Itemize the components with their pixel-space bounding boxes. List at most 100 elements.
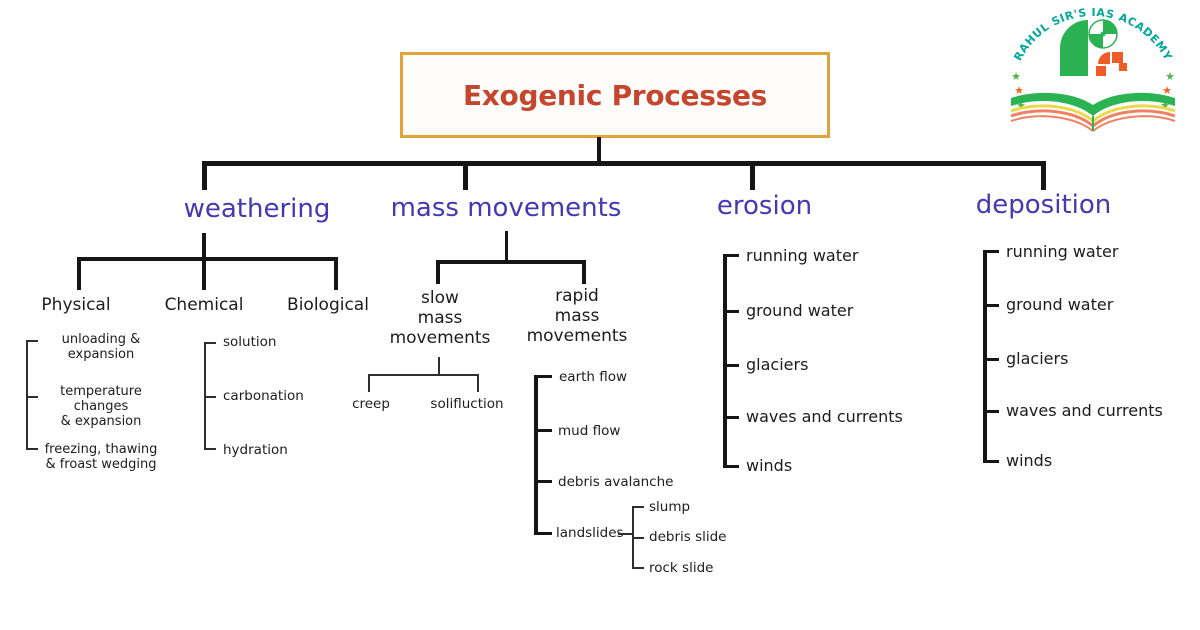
bracket-physical-tick-3 (26, 448, 38, 450)
branch-mass-movements: mass movements (390, 193, 622, 223)
bracket-landslides-tick-2 (632, 537, 644, 539)
bracket-erosion-tick-1 (723, 254, 739, 257)
leaf-debris-slide: debris slide (649, 529, 727, 545)
bracket-landslides-tick-3 (632, 567, 644, 569)
emblem-quarter-disc (1060, 20, 1088, 48)
bracket-deposition-tick-5 (983, 460, 999, 463)
leaf-temperature-changes: temperature changes & expansion (60, 384, 142, 429)
leaf-rock-slide: rock slide (649, 560, 714, 576)
connector-slow-down (438, 357, 440, 376)
branch-weathering: weathering (183, 194, 331, 224)
connector-stub-erosion (750, 161, 755, 190)
branch-erosion: erosion (716, 191, 813, 221)
leaf-unloading-expansion: unloading & expansion (61, 332, 141, 362)
node-biological: Biological (287, 295, 369, 315)
emblem-orange-block (1119, 63, 1127, 71)
leaf-erosion-glaciers: glaciers (746, 355, 809, 374)
bracket-rapid-tick-2 (534, 429, 552, 432)
bracket-deposition (983, 250, 987, 463)
bracket-deposition-tick-3 (983, 358, 999, 361)
connector-weathering-rail (77, 257, 338, 261)
connector-stub-chemical (202, 257, 206, 290)
bracket-rapid-tick-3 (534, 480, 552, 483)
bracket-deposition-tick-1 (983, 250, 999, 253)
connector-landslides-link (618, 533, 634, 535)
leaf-freezing-thawing: freezing, thawing & froast wedging (44, 442, 158, 472)
connector-stub-slow (436, 260, 440, 284)
bracket-erosion-tick-3 (723, 364, 739, 367)
connector-stub-creep (368, 374, 370, 392)
node-physical: Physical (41, 295, 111, 315)
leaf-earth-flow: earth flow (559, 369, 628, 385)
connector-trunk (597, 137, 601, 164)
bracket-chemical-tick-3 (204, 448, 216, 450)
connector-weathering-down (202, 233, 206, 260)
logo-book-icon (1009, 91, 1177, 133)
leaf-solution: solution (223, 334, 277, 350)
connector-main-rail (202, 161, 1046, 166)
connector-stub-mass-movements (463, 161, 468, 190)
bracket-physical-tick-2 (26, 396, 38, 398)
star-icon: ★ (1011, 70, 1021, 83)
bracket-landslides-tick-1 (632, 506, 644, 508)
bracket-deposition-tick-4 (983, 410, 999, 413)
bracket-rapid-tick-4 (534, 532, 552, 535)
connector-mass-rail (436, 260, 586, 264)
connector-stub-rapid (582, 260, 586, 284)
bracket-chemical-tick-2 (204, 396, 216, 398)
root-title: Exogenic Processes (462, 78, 768, 112)
connector-stub-biological (334, 257, 338, 290)
leaf-erosion-running-water: running water (746, 246, 859, 265)
connector-mass-down (505, 231, 508, 262)
leaf-erosion-winds: winds (746, 456, 793, 475)
connector-slow-rail (368, 374, 479, 376)
bracket-erosion-tick-4 (723, 416, 739, 419)
leaf-landslides: landslides (556, 525, 624, 541)
star-icon: ★ (1165, 70, 1175, 83)
connector-stub-deposition (1041, 161, 1046, 190)
emblem-orange-block (1096, 66, 1106, 76)
star-icon: ★ (1016, 99, 1026, 112)
emblem-square (1060, 48, 1088, 76)
leaf-creep: creep (352, 396, 390, 412)
bracket-rapid-tick-1 (534, 375, 552, 378)
bracket-erosion-tick-5 (723, 465, 739, 468)
leaf-deposition-glaciers: glaciers (1006, 349, 1069, 368)
node-slow-mass-movements: slow mass movements (389, 288, 491, 348)
leaf-deposition-ground-water: ground water (1006, 295, 1114, 314)
leaf-deposition-waves: waves and currents (1006, 401, 1163, 420)
academy-logo: RAHUL SIR'S IAS ACADEMY ★ ★ ★ ★ ★ ★ (1009, 6, 1177, 133)
emblem-orange-quarter (1098, 52, 1110, 64)
connector-stub-weathering (202, 161, 207, 190)
star-icon: ★ (1162, 84, 1172, 97)
leaf-carbonation: carbonation (223, 388, 304, 404)
connector-stub-solifluction (477, 374, 479, 392)
root-node-exogenic-processes: Exogenic Processes (400, 52, 830, 138)
bracket-deposition-tick-2 (983, 304, 999, 307)
branch-deposition: deposition (975, 190, 1112, 220)
emblem-circle-quarter (1103, 20, 1117, 34)
leaf-erosion-waves: waves and currents (746, 407, 903, 426)
bracket-erosion (723, 254, 727, 468)
logo-emblem (1060, 19, 1127, 76)
emblem-circle-dot (1100, 31, 1106, 37)
leaf-solifluction: solifluction (430, 396, 504, 412)
leaf-deposition-running-water: running water (1006, 242, 1119, 261)
leaf-mud-flow: mud flow (558, 423, 621, 439)
bracket-rapid (534, 375, 538, 535)
bracket-chemical-tick-1 (204, 342, 216, 344)
emblem-circle-quarter (1089, 34, 1103, 48)
star-icon: ★ (1014, 84, 1024, 97)
leaf-debris-avalanche: debris avalanche (558, 474, 674, 490)
leaf-slump: slump (649, 499, 691, 515)
leaf-deposition-winds: winds (1006, 451, 1053, 470)
bracket-physical (26, 340, 28, 450)
bracket-erosion-tick-2 (723, 310, 739, 313)
leaf-erosion-ground-water: ground water (746, 301, 854, 320)
node-rapid-mass-movements: rapid mass movements (526, 286, 628, 346)
node-chemical: Chemical (164, 295, 244, 315)
leaf-hydration: hydration (223, 442, 288, 458)
connector-stub-physical (77, 257, 81, 290)
bracket-physical-tick-1 (26, 340, 38, 342)
